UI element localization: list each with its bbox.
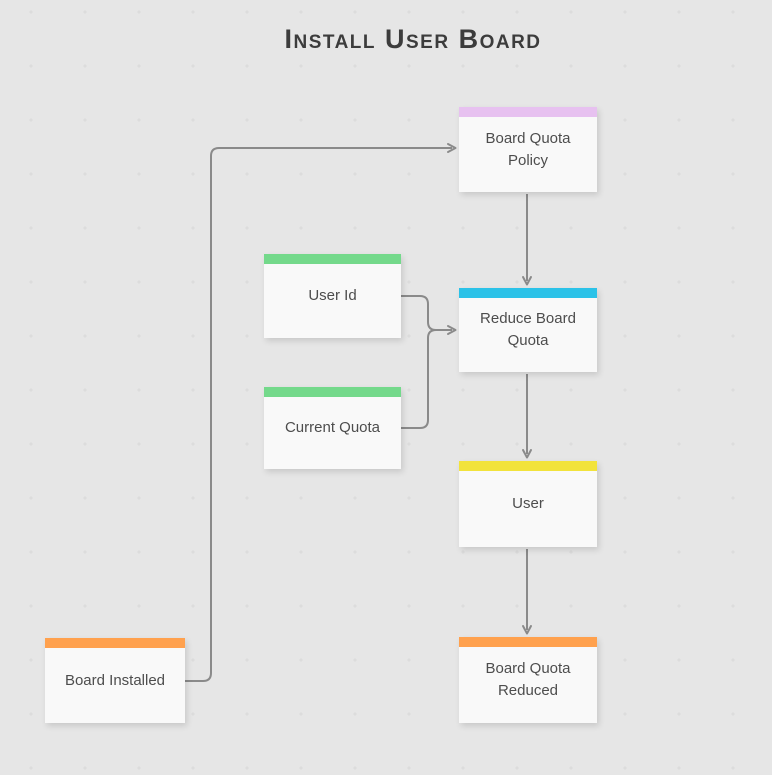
accent-bar — [459, 461, 597, 471]
accent-bar — [45, 638, 185, 648]
node-reduce-board-quota[interactable]: Reduce Board Quota — [459, 288, 597, 372]
node-label: User Id — [308, 287, 357, 304]
node-user[interactable]: User — [459, 461, 597, 547]
node-board-installed[interactable]: Board Installed — [45, 638, 185, 723]
node-label: Current Quota — [284, 419, 381, 436]
node-current-quota[interactable]: Current Quota — [264, 387, 401, 469]
diagram-title: Install User Board — [284, 24, 542, 54]
node-label: User — [512, 495, 544, 512]
accent-bar — [459, 107, 597, 117]
node-board-quota-reduced[interactable]: Board Quota Reduced — [459, 637, 597, 723]
edge-current-quota-to-reduce-board-quota[interactable] — [401, 329, 437, 429]
accent-bar — [264, 254, 401, 264]
accent-bar — [459, 637, 597, 647]
node-label: Board Installed — [64, 671, 166, 689]
node-label: Reduce Board Quota — [480, 310, 576, 349]
node-label: Board Quota Reduced — [485, 660, 571, 699]
node-label: Board Quota Policy — [485, 129, 571, 169]
edge-board-installed-to-board-quota-policy[interactable] — [185, 143, 457, 682]
accent-bar — [264, 387, 401, 397]
node-user-id[interactable]: User Id — [264, 254, 401, 338]
edge-user-id-to-reduce-board-quota[interactable] — [401, 295, 457, 335]
accent-bar — [459, 288, 597, 298]
node-board-quota-policy[interactable]: Board Quota Policy — [459, 107, 597, 192]
